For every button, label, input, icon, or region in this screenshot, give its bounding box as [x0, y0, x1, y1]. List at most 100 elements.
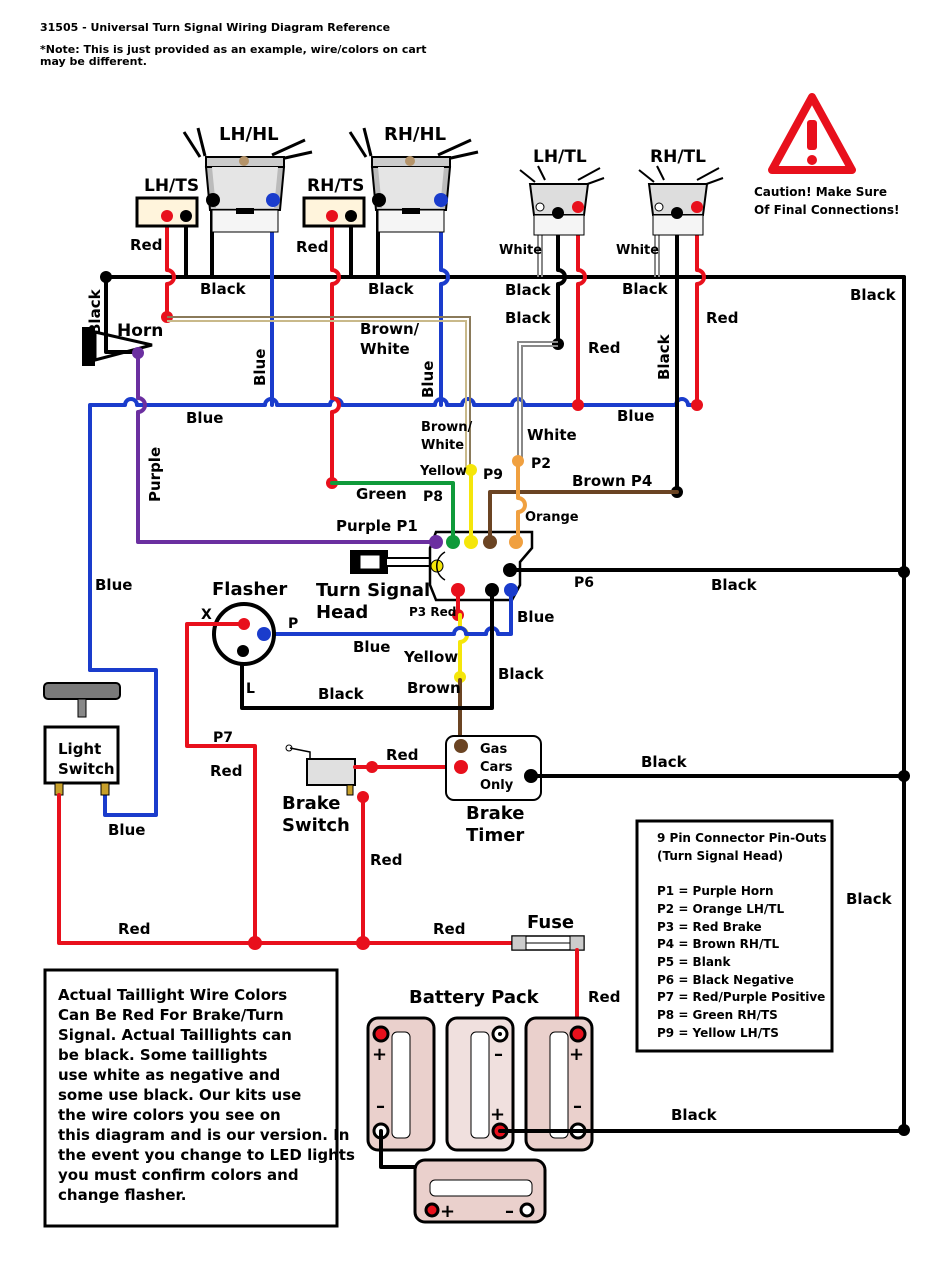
turn-signal-head: Turn Signal Head	[316, 530, 534, 623]
label-black-bus-right: Black	[846, 890, 893, 908]
brake-timer-note-1: Gas	[480, 742, 507, 757]
note-line: change flasher.	[58, 1186, 186, 1204]
note-line: this diagram and is our version. In	[58, 1126, 350, 1144]
label-p6: P6	[574, 575, 594, 591]
label-brown-p4: Brown P4	[572, 472, 652, 490]
note-line: be black. Some taillights	[58, 1046, 268, 1064]
brake-timer-note-3: Only	[480, 778, 514, 793]
battery-4: + –	[413, 1158, 547, 1224]
diagram-title: 31505 - Universal Turn Signal Wiring Dia…	[40, 21, 390, 34]
battery-pack: Battery Pack + – – + + –	[366, 987, 906, 1224]
note-line: the event you change to LED lights	[58, 1146, 355, 1164]
label-blue-bus-right: Blue	[617, 407, 654, 425]
note-line: use white as negative and	[58, 1066, 280, 1084]
label-p7: P7	[213, 730, 233, 746]
pinout-title-1: 9 Pin Connector Pin-Outs	[657, 831, 827, 845]
label-black-lhtl-1: Black	[505, 281, 552, 299]
label-red-brake: Red	[386, 746, 418, 764]
turn-signal-head-label-1: Turn Signal	[316, 580, 430, 601]
lhtl-red-wire	[576, 205, 587, 407]
brake-switch: Brake Switch	[282, 744, 378, 836]
label-yellow-p9: Yellow	[419, 464, 467, 479]
label-black-p6: Black	[711, 576, 758, 594]
battery-1: + –	[366, 1016, 436, 1152]
pinout-item: P2 = Orange LH/TL	[657, 902, 784, 916]
flasher-x-label: X	[201, 607, 212, 623]
label-yellow: Yellow	[403, 648, 458, 666]
flasher-l-label: L	[246, 681, 255, 697]
label-blue-lhhl: Blue	[251, 349, 269, 386]
note-line: some use black. Our kits use	[58, 1086, 301, 1104]
label-blue-left: Blue	[95, 576, 132, 594]
turn-signal-head-label-2: Head	[316, 602, 368, 623]
pinout-item: P6 = Black Negative	[657, 973, 794, 987]
purple-horn-wire	[136, 351, 438, 544]
label-green: Green	[356, 485, 407, 503]
light-switch: Light Switch	[43, 682, 121, 796]
fuse-label: Fuse	[527, 912, 574, 933]
caution-line-1: Caution! Make Sure	[754, 185, 887, 199]
label-red-battery: Red	[588, 988, 620, 1006]
label-p3-red: P3 Red	[409, 605, 456, 619]
label-red-lhts: Red	[130, 236, 162, 254]
rhts-red-wire	[330, 216, 341, 485]
lh-taillight: LH/TL	[519, 147, 605, 236]
taillight-note-box: Actual Taillight Wire Colors Can Be Red …	[43, 968, 355, 1228]
note-line: you must confirm colors and	[58, 1166, 299, 1184]
svg-text:–: –	[494, 1044, 503, 1065]
brake-timer-label-1: Brake	[466, 803, 524, 824]
caution-sign: Caution! Make Sure Of Final Connections!	[754, 93, 899, 217]
label-red-p7: Red	[210, 762, 242, 780]
brake-timer: Gas Cars Only Brake Timer	[445, 735, 542, 846]
brown-p4-wire	[488, 490, 679, 544]
pinout-item: P7 = Red/Purple Positive	[657, 990, 825, 1004]
label-black-lhtl-2: Black	[505, 309, 552, 327]
rh-turn-signal-lamp: RH/TS	[302, 176, 366, 228]
label-white-lhtl: White	[499, 243, 542, 258]
label-brown-white-2: White	[360, 340, 410, 358]
lh-turn-signal-lamp: LH/TS	[135, 176, 199, 228]
label-red-main: Red	[118, 920, 150, 938]
battery-pack-label: Battery Pack	[409, 987, 540, 1008]
label-blue-switch: Blue	[108, 821, 145, 839]
lh-hl-label: LH/HL	[219, 124, 279, 145]
label-blue-head: Blue	[517, 608, 554, 626]
rh-taillight: RH/TL	[638, 147, 724, 236]
label-red-fuse: Red	[433, 920, 465, 938]
label-black-flasher: Black	[318, 685, 365, 703]
brake-timer-note-2: Cars	[480, 760, 513, 775]
horn: Horn	[82, 321, 163, 366]
label-brown: Brown	[407, 679, 461, 697]
label-black-rhtl: Black	[622, 280, 669, 298]
label-red-lhtl: Red	[588, 339, 620, 357]
rh-ts-label: RH/TS	[307, 176, 364, 196]
note-line: Can Be Red For Brake/Turn	[58, 1006, 284, 1024]
label-purple: Purple	[146, 447, 164, 502]
label-black-lhhl: Black	[200, 280, 247, 298]
pinout-item: P3 = Red Brake	[657, 920, 762, 934]
label-p8: P8	[423, 489, 443, 505]
note-line: the wire colors you see on	[58, 1106, 281, 1124]
note-line-2: may be different.	[40, 55, 147, 68]
light-switch-label-2: Switch	[58, 760, 115, 778]
note-line-1: *Note: This is just provided as an examp…	[40, 43, 427, 56]
label-red-rhts: Red	[296, 238, 328, 256]
label-black-bus-top: Black	[850, 286, 897, 304]
flasher-p-label: P	[288, 616, 298, 632]
horn-label: Horn	[117, 321, 163, 341]
label-brown-white-4: White	[421, 438, 464, 453]
label-black-rhtl-vert: Black	[655, 333, 673, 380]
rh-tl-label: RH/TL	[650, 147, 706, 167]
flasher-label: Flasher	[212, 579, 287, 600]
pinout-item: P1 = Purple Horn	[657, 884, 774, 898]
label-p2: P2	[531, 456, 551, 472]
svg-text:–: –	[505, 1201, 514, 1222]
lh-ts-label: LH/TS	[144, 176, 199, 196]
label-white-p2: White	[527, 426, 577, 444]
main-red-wire	[57, 793, 577, 945]
pinout-item: P4 = Brown RH/TL	[657, 937, 780, 951]
svg-text:–: –	[376, 1096, 385, 1117]
note-line: Actual Taillight Wire Colors	[58, 986, 287, 1004]
label-red-rhtl: Red	[706, 309, 738, 327]
